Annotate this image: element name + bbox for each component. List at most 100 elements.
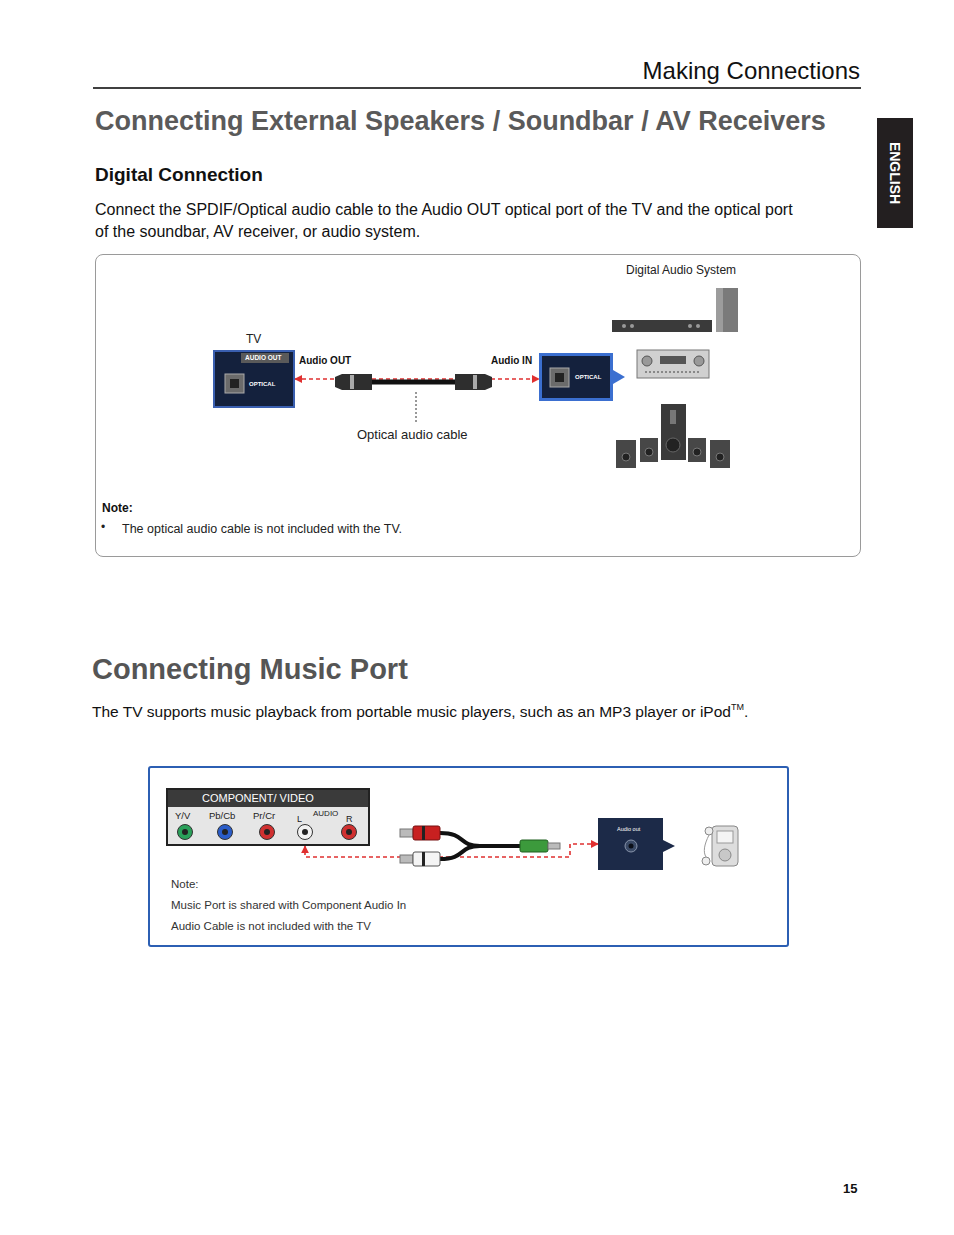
av-receiver-icon-part bbox=[694, 356, 704, 366]
mp3-player-icon bbox=[702, 826, 738, 866]
section-heading: Digital Connection bbox=[95, 164, 263, 186]
audio-out-port: Audio out bbox=[598, 818, 663, 870]
panel-art-part bbox=[230, 379, 239, 388]
device-label: TV bbox=[246, 332, 261, 346]
speaker-set-icon bbox=[616, 404, 730, 468]
tv-port-panel: TVAUDIO OUTOPTICAL bbox=[213, 350, 295, 408]
panel-art-part bbox=[222, 829, 228, 835]
av-receiver-icon-part bbox=[660, 356, 686, 364]
speaker-set-icon-part bbox=[670, 410, 676, 424]
av-receiver-icon bbox=[637, 350, 709, 378]
optical-cable-part bbox=[473, 375, 477, 389]
running-header: Making Connections bbox=[643, 57, 860, 85]
header-rule bbox=[93, 87, 861, 89]
rca-to-jack-cable-part bbox=[422, 826, 425, 840]
rca-to-jack-cable-part bbox=[440, 833, 480, 846]
port-name: OPTICAL bbox=[249, 381, 275, 387]
note-heading: Note: bbox=[102, 501, 133, 515]
panel-art-part bbox=[260, 825, 275, 840]
panel-art-part bbox=[178, 825, 193, 840]
speaker-set-icon-part bbox=[640, 438, 658, 462]
rca-to-jack-cable-part bbox=[422, 852, 425, 866]
optical-cable-part bbox=[350, 375, 354, 389]
note-text: Music Port is shared with Component Audi… bbox=[171, 899, 406, 911]
rca-to-jack-cable-part bbox=[520, 840, 548, 852]
note-text: Audio Cable is not included with the TV bbox=[171, 920, 371, 932]
pointer-triangle bbox=[613, 370, 625, 384]
mp3-player-icon-part bbox=[717, 831, 733, 843]
port-name: Audio out bbox=[617, 826, 640, 832]
body-text: Connect the SPDIF/Optical audio cable to… bbox=[95, 199, 800, 243]
panel-art-part bbox=[550, 368, 569, 387]
optical-cable-part bbox=[455, 374, 492, 390]
language-tab: ENGLISH bbox=[877, 118, 913, 228]
rca-to-jack-cable bbox=[400, 826, 560, 866]
body-text: The TV supports music playback from port… bbox=[92, 703, 731, 721]
mp3-player-icon-part bbox=[704, 835, 709, 857]
jack-name: Y/V bbox=[175, 810, 190, 821]
rca-to-jack-cable-part bbox=[440, 846, 480, 859]
rca-to-jack-cable-part bbox=[400, 829, 413, 837]
receiver-port-panel: OPTICAL bbox=[539, 353, 613, 401]
av-receiver-icon-part bbox=[645, 371, 701, 373]
av-receiver-icon-part bbox=[642, 356, 652, 366]
jack-name: Pb/Cb bbox=[209, 810, 235, 821]
page-title: Connecting External Speakers / Soundbar … bbox=[95, 106, 826, 137]
jack-name: L bbox=[297, 814, 302, 824]
mp3-player-icon-part bbox=[712, 826, 738, 866]
jack-name: R bbox=[346, 814, 353, 824]
component-panel: COMPONENT/ VIDEOY/VPb/CbPr/CrLAUDIOR bbox=[166, 788, 370, 846]
callout-text: Optical audio cable bbox=[357, 427, 468, 442]
jack-name: Pr/Cr bbox=[253, 810, 275, 821]
soundbar-icon-part bbox=[630, 324, 634, 328]
port-heading: AUDIO OUT bbox=[245, 354, 281, 361]
panel-art-part bbox=[241, 353, 289, 363]
rca-to-jack-cable-part bbox=[413, 852, 440, 866]
soundbar-icon-part bbox=[688, 324, 692, 328]
panel-art-part bbox=[264, 829, 270, 835]
soundbar-icon-part bbox=[622, 324, 626, 328]
panel-art-part bbox=[298, 825, 313, 840]
port-name: OPTICAL bbox=[575, 374, 601, 380]
note-text: The optical audio cable is not included … bbox=[122, 522, 402, 536]
trademark: TM bbox=[731, 702, 744, 712]
note-heading: Note: bbox=[171, 878, 199, 890]
mp3-player-icon-part bbox=[702, 857, 710, 865]
tower-speaker-icon-part bbox=[716, 288, 723, 332]
body-text: . bbox=[744, 703, 748, 721]
speaker-set-icon-part bbox=[693, 448, 701, 456]
panel-art-part bbox=[555, 373, 564, 382]
optical-cable bbox=[335, 374, 492, 390]
tower-speaker-icon bbox=[716, 288, 738, 332]
panel-art-part bbox=[625, 840, 637, 852]
bullet: • bbox=[101, 520, 105, 534]
page-number: 15 bbox=[843, 1181, 857, 1196]
panel-art-part bbox=[342, 825, 357, 840]
panel-art-part bbox=[302, 829, 308, 835]
speaker-set-icon-part bbox=[645, 448, 653, 456]
soundbar-icon-part bbox=[612, 320, 712, 332]
optical-cable-part bbox=[368, 380, 460, 385]
diagram-frame: Note: The optical audio cable is not incl… bbox=[95, 254, 861, 557]
av-receiver-icon-part bbox=[637, 350, 709, 378]
section-title: Connecting Music Port bbox=[92, 653, 408, 686]
diagram-frame: Note: Music Port is shared with Component… bbox=[148, 766, 789, 947]
speaker-set-icon-part bbox=[661, 404, 686, 460]
soundbar-icon-part bbox=[696, 324, 700, 328]
pointer-triangle bbox=[663, 840, 675, 852]
speaker-set-icon-part bbox=[622, 453, 630, 461]
mp3-player-icon-part bbox=[705, 827, 713, 835]
device-label: Digital Audio System bbox=[626, 263, 736, 277]
panel-heading: COMPONENT/ VIDEO bbox=[202, 792, 314, 804]
panel-art bbox=[96, 255, 860, 556]
soundbar-icon bbox=[612, 320, 712, 332]
port-label: Audio IN bbox=[491, 355, 532, 366]
panel-art-part bbox=[629, 844, 634, 849]
rca-to-jack-cable-part bbox=[548, 843, 560, 849]
speaker-set-icon-part bbox=[710, 440, 730, 468]
tower-speaker-icon-part bbox=[716, 288, 738, 332]
speaker-set-icon-part bbox=[688, 438, 706, 462]
